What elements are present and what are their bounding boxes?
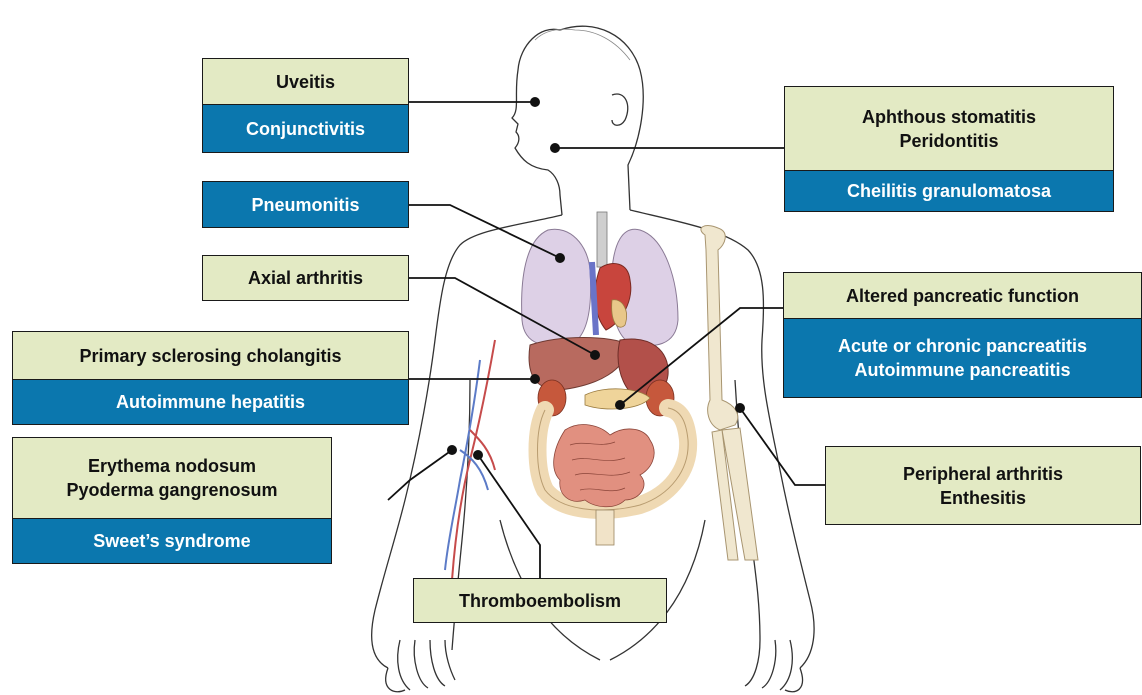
uveitis-label: Uveitis	[203, 59, 408, 104]
pyoderma-label: Pyoderma gangrenosum	[66, 478, 277, 502]
peridontitis-label: Peridontitis	[899, 129, 998, 153]
eye-box: Uveitis Conjunctivitis	[202, 58, 409, 153]
axial-arthritis-label: Axial arthritis	[203, 256, 408, 300]
pancreatitis-section: Acute or chronic pancreatitis Autoimmune…	[784, 318, 1141, 397]
arm-bone-icon	[701, 226, 758, 560]
joints-green-section: Peripheral arthritis Enthesitis	[826, 447, 1140, 524]
mouth-green-section: Aphthous stomatitis Peridontitis	[785, 87, 1113, 170]
skin-green-section: Erythema nodosum Pyoderma gangrenosum	[13, 438, 331, 518]
enthesitis-label: Enthesitis	[940, 486, 1026, 510]
trachea-icon	[597, 212, 607, 267]
primary-sclerosing-label: Primary sclerosing cholangitis	[13, 332, 408, 379]
thromboembolism-box: Thromboembolism	[413, 578, 667, 623]
veins-icon	[445, 340, 495, 580]
autoimmune-hepatitis-label: Autoimmune hepatitis	[13, 379, 408, 424]
cheilitis-label: Cheilitis granulomatosa	[785, 170, 1113, 211]
small-intestine-icon	[554, 425, 654, 507]
axial-arthritis-box: Axial arthritis	[202, 255, 409, 301]
liver-box: Primary sclerosing cholangitis Autoimmun…	[12, 331, 409, 425]
mouth-box: Aphthous stomatitis Peridontitis Cheilit…	[784, 86, 1114, 212]
pancreas-box: Altered pancreatic function Acute or chr…	[783, 272, 1142, 398]
conjunctivitis-label: Conjunctivitis	[203, 104, 408, 152]
joints-box: Peripheral arthritis Enthesitis	[825, 446, 1141, 525]
skin-box: Erythema nodosum Pyoderma gangrenosum Sw…	[12, 437, 332, 564]
peripheral-arthritis-label: Peripheral arthritis	[903, 462, 1063, 486]
altered-pancreatic-label: Altered pancreatic function	[784, 273, 1141, 318]
pneumonitis-box: Pneumonitis	[202, 181, 409, 228]
sweets-syndrome-label: Sweet’s syndrome	[13, 518, 331, 563]
pneumonitis-label: Pneumonitis	[203, 182, 408, 227]
autoimmune-pancreatitis-label: Autoimmune pancreatitis	[854, 358, 1070, 382]
liver-icon	[529, 338, 630, 391]
acute-chronic-pancreatitis-label: Acute or chronic pancreatitis	[838, 334, 1087, 358]
aphthous-stomatitis-label: Aphthous stomatitis	[862, 105, 1036, 129]
erythema-nodosum-label: Erythema nodosum	[88, 454, 256, 478]
thromboembolism-label: Thromboembolism	[414, 579, 666, 622]
